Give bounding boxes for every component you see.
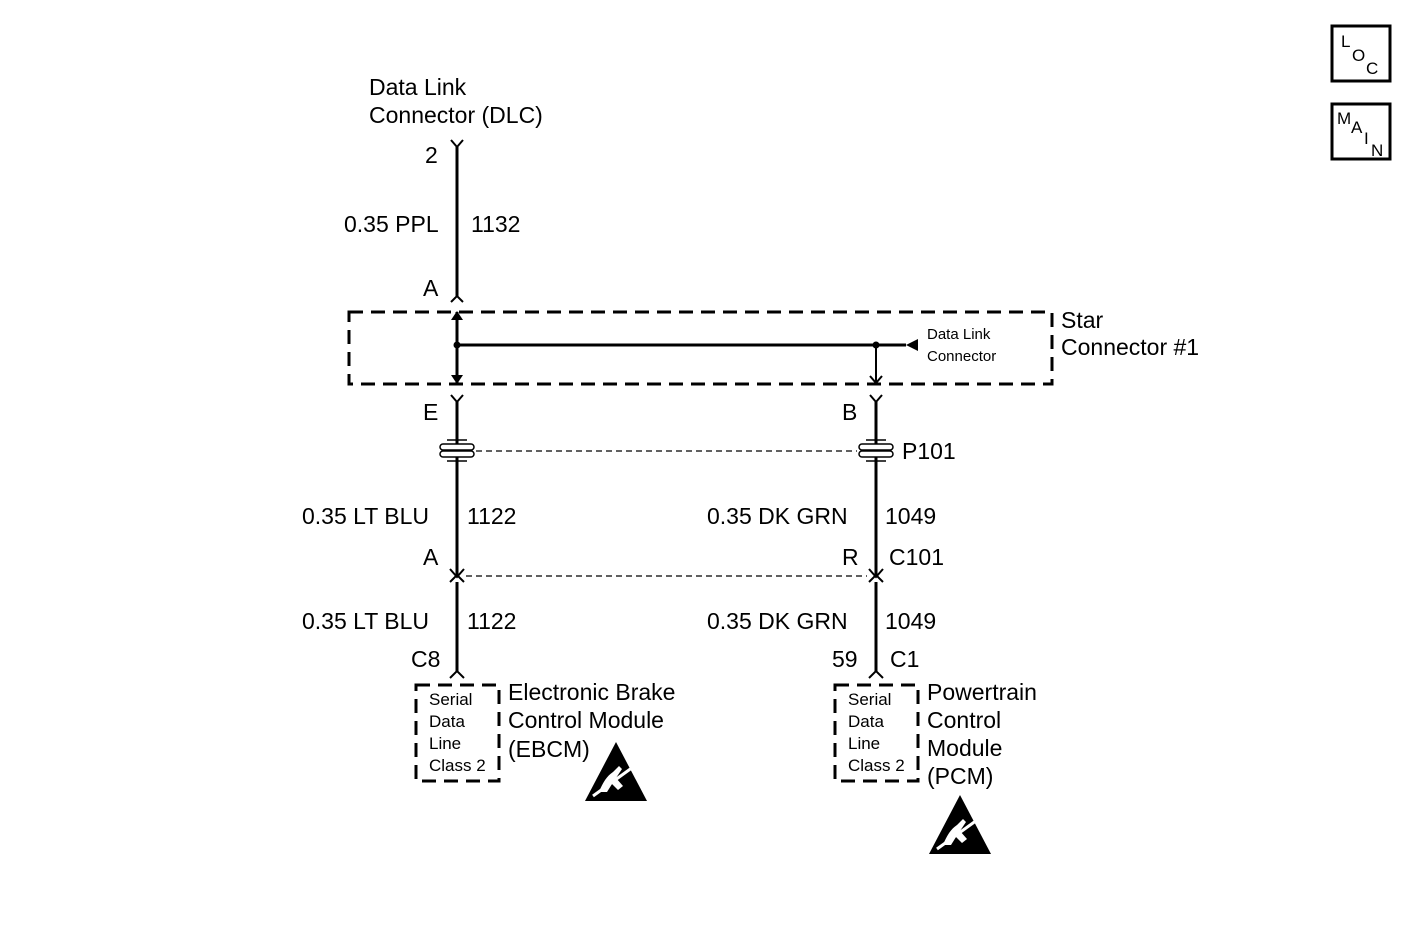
wire-1122-upper-gauge-color: 0.35 LT BLU — [302, 503, 429, 529]
p101-grommet-left — [439, 439, 475, 462]
wire-1122-lower-gauge-color: 0.35 LT BLU — [302, 608, 429, 634]
main-letter-a: A — [1351, 118, 1363, 137]
ebcm-name-line1: Electronic Brake — [508, 679, 675, 705]
star-pin-e-label: E — [423, 399, 438, 425]
pcm-pin-label: 59 — [832, 646, 858, 672]
main-button[interactable]: M A I N — [1330, 102, 1392, 161]
star-connector-name-line2: Connector #1 — [1061, 334, 1199, 360]
ebcm-box-line4: Class 2 — [429, 756, 486, 775]
star-internal-label-line1: Data Link — [927, 326, 991, 343]
ebcm-box-line2: Data — [429, 712, 465, 731]
pcm-name-line2: Control — [927, 707, 1001, 733]
wire-1049-upper-circuit: 1049 — [885, 503, 936, 529]
wire-1049-upper-gauge-color: 0.35 DK GRN — [707, 503, 848, 529]
pcm-name-line4: (PCM) — [927, 763, 993, 789]
c101-left-terminal-upper — [449, 568, 465, 579]
pcm-name-line3: Module — [927, 735, 1002, 761]
star-internal-label-line2: Connector — [927, 348, 996, 365]
star-arrow-down-left-icon — [451, 375, 463, 384]
star-pin-b-terminal — [869, 394, 883, 404]
star-pin-a-terminal — [450, 294, 464, 303]
p101-label: P101 — [902, 438, 956, 464]
pcm-serial-data-box — [833, 683, 920, 783]
star-connector-box — [347, 310, 1054, 386]
c101-right-terminal-upper — [868, 568, 884, 579]
dlc-pin-label: 2 — [425, 142, 438, 168]
star-pin-e-terminal — [450, 394, 464, 404]
pcm-box-line2: Data — [848, 712, 884, 731]
wire-1122-lower-circuit: 1122 — [467, 608, 516, 634]
splice-dot-left — [453, 341, 461, 349]
c101-pin-r-label: R — [842, 544, 859, 570]
c101-right-terminal-lower — [868, 573, 884, 583]
main-letter-n: N — [1371, 141, 1383, 160]
ebcm-box-line3: Line — [429, 734, 461, 753]
wire-1132-circuit: 1132 — [471, 211, 520, 237]
ebcm-serial-data-box — [414, 683, 501, 783]
wire-1122-upper-circuit: 1122 — [467, 503, 516, 529]
ebcm-name-line2: Control Module — [508, 707, 664, 733]
wire-1049-lower-circuit: 1049 — [885, 608, 936, 634]
esd-warning-icon — [585, 742, 647, 801]
p101-grommet-right — [858, 439, 894, 462]
wire-1049-lower-gauge-color: 0.35 DK GRN — [707, 608, 848, 634]
esd-warning-icon — [929, 795, 991, 854]
ebcm-pin-label: C8 — [411, 646, 440, 672]
pcm-box-line4: Class 2 — [848, 756, 905, 775]
dlc-internal-arrow-icon — [906, 339, 918, 351]
ebcm-pin-terminal — [449, 669, 465, 679]
loc-letter-c: C — [1366, 59, 1378, 78]
loc-letter-l: L — [1341, 32, 1350, 51]
pcm-connector-label: C1 — [890, 646, 919, 672]
c101-label: C101 — [889, 544, 944, 570]
star-connector-name-line1: Star — [1061, 307, 1104, 333]
pcm-box-line1: Serial — [848, 690, 891, 709]
dlc-label-line2: Connector (DLC) — [369, 102, 543, 128]
dlc-terminal-symbol — [450, 139, 464, 149]
main-letter-m: M — [1337, 109, 1351, 128]
star-pin-a-label: A — [423, 275, 439, 301]
loc-letter-o: O — [1352, 46, 1365, 65]
main-letter-i: I — [1364, 129, 1369, 148]
loc-button[interactable]: L O C — [1330, 24, 1392, 83]
ebcm-box-line1: Serial — [429, 690, 472, 709]
pcm-name-line1: Powertrain — [927, 679, 1037, 705]
c101-left-terminal-lower — [449, 573, 465, 583]
star-arrow-up-icon — [451, 311, 463, 320]
pcm-pin-terminal — [868, 669, 884, 679]
dlc-label-line1: Data Link — [369, 74, 467, 100]
c101-pin-a-label: A — [423, 544, 439, 570]
star-pin-b-label: B — [842, 399, 857, 425]
ebcm-name-line3: (EBCM) — [508, 736, 590, 762]
pcm-box-line3: Line — [848, 734, 880, 753]
star-arrow-down-right-icon — [869, 375, 883, 385]
wire-1132-gauge-color: 0.35 PPL — [344, 211, 439, 237]
